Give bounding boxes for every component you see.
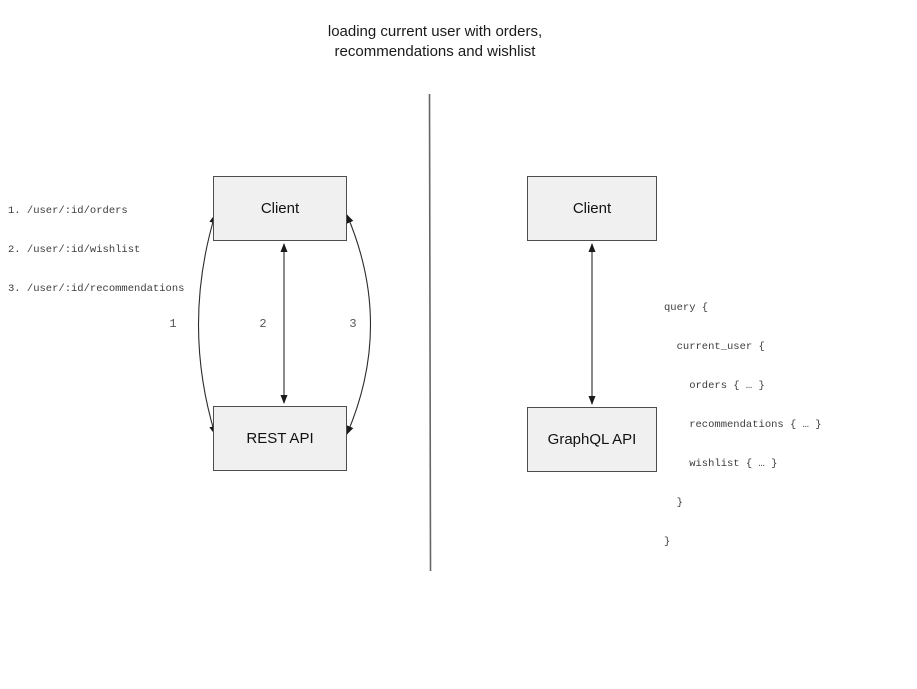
rest-api-label: REST API: [246, 430, 314, 447]
rest-endpoint-wishlist: 2. /user/:id/wishlist: [8, 244, 141, 256]
arrow-rest-orders: [197, 214, 217, 435]
rest-endpoint-list: 1. /user/:id/orders 2. /user/:id/wishlis…: [8, 179, 184, 322]
arrow-label-3: 3: [349, 317, 357, 331]
query-line: recommendations { … }: [664, 419, 822, 431]
query-line: query {: [664, 302, 709, 314]
rest-client-box: Client: [213, 176, 347, 241]
query-line: orders { … }: [664, 380, 765, 392]
query-line: }: [664, 497, 683, 509]
graphql-client-label: Client: [572, 200, 612, 217]
query-line: }: [664, 536, 671, 548]
graphql-api-box: GraphQL API: [527, 407, 657, 472]
rest-endpoint-orders: 1. /user/:id/orders: [8, 205, 128, 217]
graphql-query-snippet: query { current_user { orders { … } reco…: [664, 276, 822, 575]
rest-client-label: Client: [260, 200, 300, 217]
rest-api-box: REST API: [213, 406, 347, 471]
diagram-title-line1: loading current user with orders,: [327, 23, 543, 40]
graphql-api-label: GraphQL API: [547, 431, 637, 448]
query-line: wishlist { … }: [664, 458, 778, 470]
arrow-label-1: 1: [169, 317, 177, 331]
diagram-title: loading current user with orders, recomm…: [150, 22, 720, 62]
graphql-client-box: Client: [527, 176, 657, 241]
query-line: current_user {: [664, 341, 765, 353]
arrow-label-2: 2: [259, 317, 267, 331]
rest-endpoint-recommendations: 3. /user/:id/recommendations: [8, 283, 185, 295]
diagram-title-line2: recommendations and wishlist: [334, 43, 536, 60]
divider-line: [428, 93, 432, 572]
